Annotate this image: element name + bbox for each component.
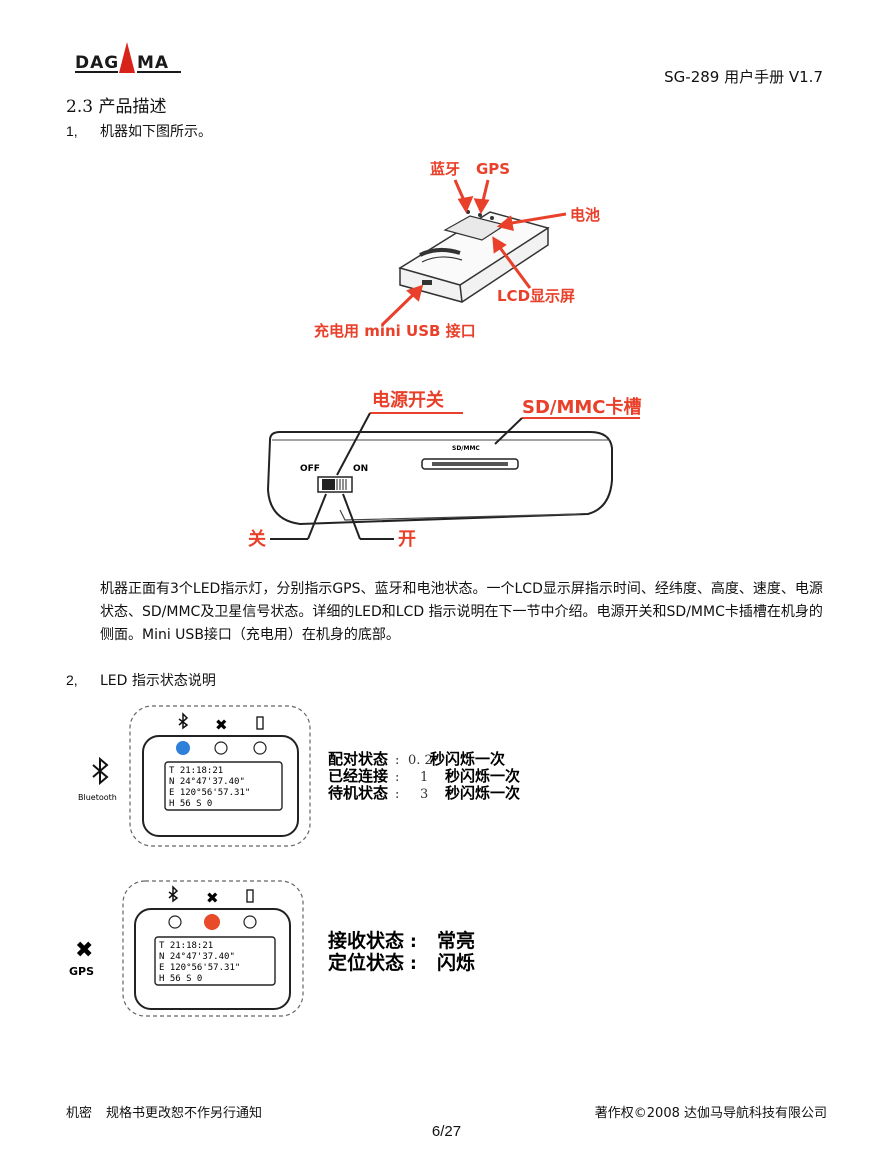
state-value: 0. 2 bbox=[408, 753, 433, 768]
bluetooth-led bbox=[168, 915, 182, 929]
gps-small-icon: ✖ bbox=[215, 716, 228, 734]
svg-text:MA: MA bbox=[137, 53, 169, 73]
item-number: 1, bbox=[66, 123, 78, 139]
section-title: 2.3 产品描述 bbox=[66, 97, 167, 117]
copyright-text: 著作权©2008 达伽马导航科技有限公司 bbox=[594, 1106, 827, 1121]
lcd-screen bbox=[164, 761, 283, 811]
state-colon: : bbox=[395, 753, 399, 768]
battery-label: 电池 bbox=[570, 206, 600, 224]
lcd-screen bbox=[154, 936, 276, 986]
lcd-line-alt: H 56 S 0 bbox=[159, 974, 202, 984]
gps-small-icon: ✖ bbox=[206, 889, 219, 907]
battery-led bbox=[253, 741, 267, 755]
device-side-figure: OFF ON SD/MMC 电源开关 SD/MMC卡槽 关 开 bbox=[248, 389, 642, 550]
state-unit: 秒闪烁一次 bbox=[430, 750, 505, 768]
bluetooth-small-icon bbox=[178, 712, 189, 730]
state-value: 闪烁 bbox=[437, 951, 475, 974]
description-paragraph: 机器正面有3个LED指示灯，分别指示GPS、蓝牙和电池状态。一个LCD显示屏指示… bbox=[100, 581, 823, 643]
item-text: LED 指示状态说明 bbox=[100, 673, 216, 689]
list-item-1: 1, 机器如下图所示。 bbox=[66, 121, 212, 141]
state-value: 1 bbox=[420, 770, 428, 785]
state-name: 定位状态 bbox=[328, 951, 404, 974]
lcd-line-time: T 21:18:21 bbox=[169, 766, 223, 776]
usb-label: 充电用 mini USB 接口 bbox=[314, 322, 476, 340]
bluetooth-led bbox=[176, 741, 190, 755]
bluetooth-icon bbox=[92, 756, 109, 786]
device-top-figure: 蓝牙 GPS 电池 LCD显示屏 充电用 mini USB 接口 bbox=[314, 160, 600, 340]
item-text: 机器如下图所示。 bbox=[100, 124, 212, 140]
state-name: 接收状态 bbox=[328, 929, 404, 952]
gps-label: GPS bbox=[476, 160, 510, 178]
state-unit: 秒闪烁一次 bbox=[445, 784, 520, 802]
on-print: ON bbox=[353, 464, 368, 474]
slot-print: SD/MMC bbox=[452, 445, 480, 452]
led-gps-figure: ✖ GPS ✖ T 21:18:21 N 24°47'37.40" E 120°… bbox=[69, 880, 475, 1017]
state-name: 配对状态 bbox=[328, 750, 388, 768]
on-label: 开 bbox=[398, 529, 416, 550]
state-colon: : bbox=[395, 787, 399, 802]
sd-slot-label: SD/MMC卡槽 bbox=[522, 396, 642, 418]
state-value: 常亮 bbox=[437, 929, 475, 952]
lcd-line-lat: N 24°47'37.40" bbox=[169, 777, 245, 787]
document-title: SG-289 用户手册 V1.7 bbox=[664, 68, 823, 86]
footer-left: 机密规格书更改恕不作另行通知 bbox=[66, 1102, 276, 1121]
state-colon: : bbox=[410, 954, 417, 974]
battery-small-icon bbox=[246, 889, 254, 903]
svg-text:DAG: DAG bbox=[75, 53, 119, 73]
page-number: 6/27 bbox=[431, 1123, 462, 1140]
battery-small-icon bbox=[256, 716, 264, 730]
company-logo: DAG MA bbox=[75, 42, 181, 73]
state-unit: 秒闪烁一次 bbox=[445, 767, 520, 785]
gps-led bbox=[204, 914, 220, 930]
gps-icon: ✖ bbox=[75, 938, 93, 963]
bluetooth-side-label: Bluetooth bbox=[78, 793, 117, 802]
gps-led bbox=[214, 741, 228, 755]
state-colon: : bbox=[395, 770, 399, 785]
bluetooth-label: 蓝牙 bbox=[430, 160, 460, 178]
lcd-line-alt: H 56 S 0 bbox=[169, 799, 212, 809]
confidential-label: 机密 bbox=[66, 1106, 93, 1121]
list-item-2: 2, LED 指示状态说明 bbox=[66, 670, 216, 690]
lcd-line-time: T 21:18:21 bbox=[159, 941, 213, 951]
state-name: 待机状态 bbox=[328, 784, 388, 802]
off-print: OFF bbox=[300, 464, 320, 474]
lcd-line-lon: E 120°56'57.31" bbox=[169, 788, 250, 798]
power-switch-label: 电源开关 bbox=[372, 389, 444, 411]
state-name: 已经连接 bbox=[328, 767, 388, 785]
lcd-line-lon: E 120°56'57.31" bbox=[159, 963, 240, 973]
lcd-label: LCD显示屏 bbox=[497, 287, 575, 305]
state-colon: : bbox=[410, 932, 417, 952]
lcd-line-lat: N 24°47'37.40" bbox=[159, 952, 235, 962]
gps-side-label: GPS bbox=[69, 965, 94, 978]
state-value: 3 bbox=[420, 787, 428, 802]
bluetooth-small-icon bbox=[168, 885, 179, 903]
item-number: 2, bbox=[66, 672, 78, 688]
notice-text: 规格书更改恕不作另行通知 bbox=[106, 1106, 263, 1121]
led-bluetooth-figure: Bluetooth ✖ T 21:18:21 N 24°47'37.40" E … bbox=[78, 705, 520, 847]
off-label: 关 bbox=[248, 528, 266, 550]
battery-led bbox=[243, 915, 257, 929]
